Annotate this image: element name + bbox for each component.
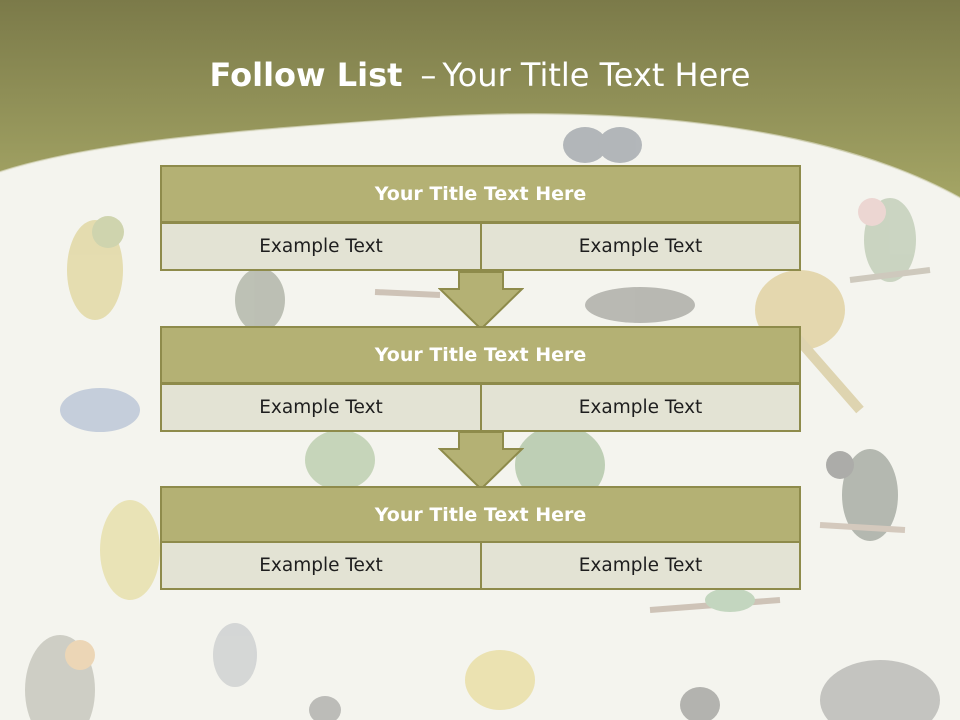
block-title[interactable]: Your Title Text Here — [160, 326, 801, 384]
block-left-cell[interactable]: Example Text — [160, 383, 482, 432]
block-right-cell[interactable]: Example Text — [480, 222, 801, 271]
block-title[interactable]: Your Title Text Here — [160, 486, 801, 543]
block-right-cell[interactable]: Example Text — [480, 541, 801, 590]
title-bold-part: Follow List — [209, 56, 403, 94]
background-birds — [25, 127, 940, 720]
block-right-cell[interactable]: Example Text — [480, 383, 801, 432]
title-rest-part: Your Title Text Here — [442, 56, 751, 94]
block-left-cell[interactable]: Example Text — [160, 541, 482, 590]
slide-title: Follow List–Your Title Text Here — [0, 52, 960, 98]
block-title[interactable]: Your Title Text Here — [160, 165, 801, 223]
down-arrow-icon — [438, 271, 524, 331]
block-left-cell[interactable]: Example Text — [160, 222, 482, 271]
header-band — [0, 0, 960, 198]
down-arrow-icon — [438, 431, 524, 491]
title-dash: – — [420, 56, 437, 94]
